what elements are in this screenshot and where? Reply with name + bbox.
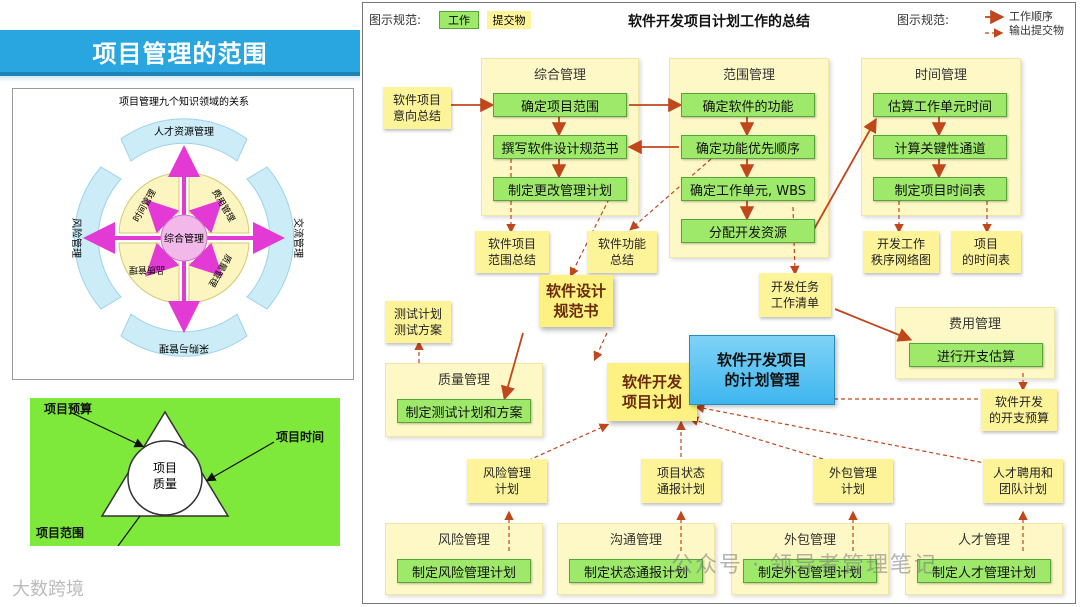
group-title: 综合管理	[533, 68, 586, 83]
work-define-functions[interactable]: 确定软件的功能	[681, 93, 815, 117]
note-sequence-network: 开发工作 秩序网络图	[863, 231, 939, 273]
title-shadow	[0, 76, 360, 82]
outer-top-label: 人才资源管理	[154, 125, 214, 138]
work-risk-plan[interactable]: 制定风险管理计划	[397, 559, 531, 583]
work-priority[interactable]: 确定功能优先顺序	[681, 135, 815, 159]
work-estimate-time[interactable]: 估算工作单元时间	[873, 93, 1007, 117]
note-project-plan: 软件开发 项目计划	[607, 363, 697, 421]
group-title: 风险管理	[437, 533, 490, 548]
work-hr-plan[interactable]: 制定人才管理计划	[917, 559, 1051, 583]
outer-right-label: 交流管理	[292, 218, 305, 258]
note-risk-plan: 风险管理 计划	[467, 459, 547, 503]
work-outsource-plan[interactable]: 制定外包管理计划	[743, 559, 877, 583]
diagram-watermark: 公众号 · 领导者管理笔记	[671, 553, 938, 578]
ring-diagram: 项目管理九个知识领域的关系 综合管理 人才资源管理 采购与管理 风险管理 交流管…	[70, 95, 305, 357]
legend-deliverable: 提交物	[487, 11, 531, 29]
note-scope-summary: 软件项目 范围总结	[475, 231, 549, 273]
group-title: 费用管理	[948, 317, 1001, 332]
legend-work: 工作	[439, 11, 479, 29]
outer-left-label: 风险管理	[70, 218, 83, 258]
work-schedule[interactable]: 制定项目时间表	[873, 177, 1007, 201]
note-test-plan: 测试计划 测试方案	[385, 301, 451, 343]
outer-arc-top	[120, 118, 248, 162]
work-test-plan[interactable]: 制定测试计划和方案	[397, 399, 531, 423]
center-plan-management: 软件开发项目 的计划管理	[689, 335, 835, 405]
legend-order: 工作顺序	[1009, 10, 1053, 23]
work-status-plan[interactable]: 制定状态通报计划	[569, 559, 703, 583]
note-hr-plan: 人才聘用和 团队计划	[983, 459, 1063, 503]
work-change-plan[interactable]: 制定更改管理计划	[493, 177, 627, 201]
note-design-spec: 软件设计 规范书	[539, 275, 613, 327]
quality-circle	[127, 440, 203, 516]
note-status-plan: 项目状态 通报计划	[641, 459, 721, 503]
work-allocate-resources[interactable]: 分配开发资源	[681, 219, 815, 243]
ring-caption: 项目管理九个知识领域的关系	[119, 95, 249, 108]
group-title: 人才管理	[957, 533, 1010, 548]
knowledge-areas-figure: 项目管理九个知识领域的关系 综合管理 人才资源管理 采购与管理 风险管理 交流管…	[12, 88, 354, 380]
time-label: 项目时间	[276, 430, 325, 444]
group-title: 范围管理	[722, 68, 775, 83]
scope-label: 项目范围	[36, 526, 85, 540]
work-wbs[interactable]: 确定工作单元, WBS	[681, 177, 815, 201]
page-title: 项目管理的范围	[0, 30, 360, 76]
inner-bl-label: 品质管理	[129, 264, 165, 276]
legend-right-label: 图示规范:	[897, 13, 950, 27]
group-title: 时间管理	[914, 68, 967, 83]
work-cost-estimate[interactable]: 进行开支估算	[909, 343, 1043, 367]
legend-output: 输出提交物	[1009, 24, 1064, 37]
plan-summary-diagram: 软件开发项目计划工作的总结 图示规范: 工作 提交物 图示规范: 工作顺序 输出…	[362, 2, 1076, 604]
quality-line1: 项目	[153, 461, 177, 475]
group-title: 沟通管理	[609, 533, 662, 548]
left-watermark: 大数跨境	[12, 579, 84, 600]
outer-arc-bottom	[120, 313, 248, 357]
legend-left-label: 图示规范:	[369, 13, 422, 27]
outer-bottom-label: 采购与管理	[159, 342, 209, 355]
note-function-summary: 软件功能 总结	[587, 231, 657, 273]
budget-label: 项目预算	[44, 402, 93, 416]
note-timetable: 项目 的时间表	[951, 231, 1021, 273]
group-title: 质量管理	[437, 373, 490, 388]
note-task-list: 开发任务 工作清单	[759, 273, 831, 317]
work-define-project-scope[interactable]: 确定项目范围	[493, 93, 627, 117]
work-write-spec[interactable]: 撰写软件设计规范书	[493, 135, 627, 159]
group-title: 外包管理	[783, 533, 836, 548]
note-outsource-plan: 外包管理 计划	[813, 459, 893, 503]
triangle-diagram: 项目 质量	[69, 410, 275, 546]
center-circle	[160, 214, 208, 262]
quality-line2: 质量	[153, 477, 177, 491]
note-budget: 软件开发 的开支预算	[981, 389, 1057, 431]
triple-constraint-figure: 项目 质量 项目预算 项目时间 项目范围	[30, 398, 340, 546]
work-critical-path[interactable]: 计算关键性通道	[873, 135, 1007, 159]
note-intent-summary: 软件项目 意向总结	[383, 87, 451, 129]
ring-center-label: 综合管理	[164, 232, 204, 245]
